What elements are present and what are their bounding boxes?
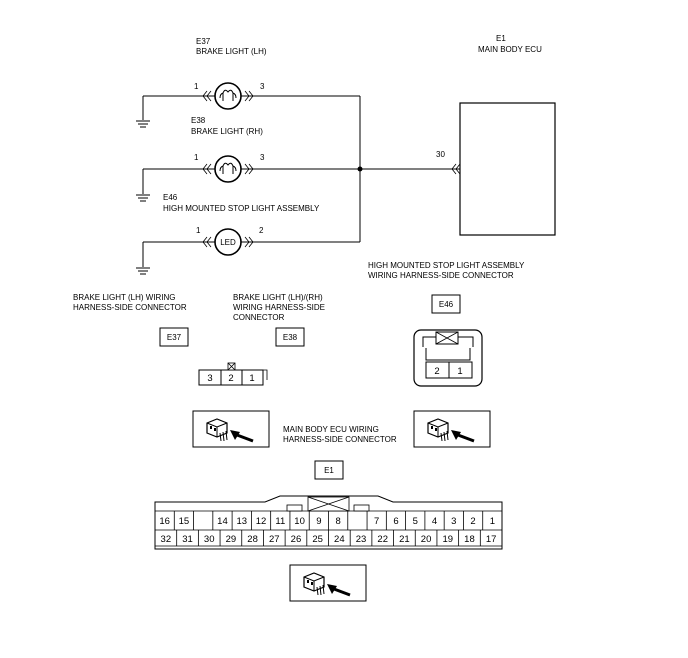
conn-hmsl-title-1: HIGH MOUNTED STOP LIGHT ASSEMBLY [368,261,525,270]
brake-light-rh: E38 BRAKE LIGHT (RH) 1 3 [191,116,265,183]
ecu-pin-cell: 29 [226,534,237,545]
ecu-pin-cell: 17 [486,534,497,545]
brake-rh-pin-right: 3 [260,153,265,162]
ecu-box [459,102,556,236]
ecu-pin-cell: 26 [291,534,302,545]
ecu-pin-cell: 32 [161,534,172,545]
connector-e37-section: BRAKE LIGHT (LH) WIRING HARNESS-SIDE CON… [73,293,189,347]
conn-ecu-code: E1 [324,466,334,475]
ground-rh-icon [135,194,151,202]
conn-rh-title-3: CONNECTOR [233,313,285,322]
led-label: LED [220,238,236,247]
connector-e1-section: MAIN BODY ECU WIRING HARNESS-SIDE CONNEC… [154,425,503,550]
ground-hmsl-icon [135,267,151,275]
harness-view-icon [191,409,271,449]
conn-rh-title-2: WIRING HARNESS-SIDE [233,303,325,312]
conn-rh-code: E38 [283,333,298,342]
ecu-name: MAIN BODY ECU [478,45,542,54]
conn-lh-code: E37 [167,333,182,342]
brake-rh-name: BRAKE LIGHT (RH) [191,127,263,136]
ecu-pin-cell: 20 [421,534,432,545]
schematic-wires [142,90,461,267]
ecu-pin-cell: 30 [204,534,215,545]
conn-lh-title-2: HARNESS-SIDE CONNECTOR [73,303,187,312]
conn-hmsl-cell: 2 [434,366,439,377]
conn-3pin-cell: 3 [207,373,212,384]
brake-lh-name: BRAKE LIGHT (LH) [196,47,267,56]
ecu-pin-cell: 24 [334,534,345,545]
main-body-ecu: E1 MAIN BODY ECU 30 [436,34,556,236]
conn-3pin-cell: 1 [249,373,254,384]
ecu-pin-cell: 1 [490,516,495,527]
conn-lh-title-1: BRAKE LIGHT (LH) WIRING [73,293,176,302]
hmsl-code: E46 [163,193,178,202]
conn-rh-title-1: BRAKE LIGHT (LH)/(RH) [233,293,323,302]
ecu-pin-cell: 3 [451,516,456,527]
ecu-pin-cell: 31 [182,534,193,545]
harness-view-icon [412,409,492,449]
ecu-pin-cell: 14 [217,516,228,527]
ecu-pin-cell: 19 [442,534,453,545]
hmsl-pin-right: 2 [259,226,264,235]
ecu-pin-cell: 25 [312,534,323,545]
ecu-pin: 30 [436,150,445,159]
brake-rh-pin-left: 1 [194,153,199,162]
bulb-rh-icon [214,155,242,183]
ecu-pin-cell: 7 [374,516,379,527]
conn-3pin-cell: 2 [228,373,233,384]
harness-view-icon [288,563,368,603]
ecu-pin-cell: 6 [393,516,398,527]
connector-3pin-face: 3 2 1 [198,362,268,386]
hmsl-name: HIGH MOUNTED STOP LIGHT ASSEMBLY [163,204,320,213]
ecu-pin-cell: 11 [275,516,285,527]
ecu-pin-cell: 12 [256,516,267,527]
brake-rh-code: E38 [191,116,206,125]
bulb-lh-icon [214,82,242,110]
ecu-pin-cell: 9 [316,516,321,527]
brake-light-lh: E37 BRAKE LIGHT (LH) 1 3 [194,37,267,110]
conn-hmsl-cell: 1 [457,366,462,377]
hmsl-assembly: LED E46 HIGH MOUNTED STOP LIGHT ASSEMBLY… [163,193,320,256]
conn-ecu-title-1: MAIN BODY ECU WIRING [283,425,379,434]
ecu-pin-cell: 13 [236,516,247,527]
ecu-pin-cell: 2 [470,516,475,527]
ecu-code: E1 [496,34,506,43]
ecu-pin-cell: 28 [247,534,258,545]
brake-lh-pin-left: 1 [194,82,199,91]
ecu-pin-cell: 16 [159,516,170,527]
ecu-pin-cell: 21 [399,534,410,545]
connector-e38-section: BRAKE LIGHT (LH)/(RH) WIRING HARNESS-SID… [233,293,325,347]
brake-lh-code: E37 [196,37,211,46]
conn-hmsl-title-2: WIRING HARNESS-SIDE CONNECTOR [368,271,514,280]
connector-e46-section: HIGH MOUNTED STOP LIGHT ASSEMBLY WIRING … [368,261,525,387]
ground-lh-icon [135,120,151,128]
ecu-pin-cell: 8 [335,516,340,527]
conn-hmsl-code: E46 [439,300,454,309]
conn-ecu-title-2: HARNESS-SIDE CONNECTOR [283,435,397,444]
ecu-pin-cell: 22 [377,534,388,545]
ecu-pin-cell: 5 [413,516,418,527]
ecu-pin-cell: 23 [356,534,367,545]
ecu-pin-cell: 10 [294,516,305,527]
led-icon [214,228,242,256]
ecu-pin-cell: 15 [179,516,190,527]
ecu-pin-cell: 4 [432,516,437,527]
brake-lh-pin-right: 3 [260,82,265,91]
hmsl-pin-left: 1 [196,226,201,235]
ecu-pin-cell: 18 [464,534,475,545]
ecu-pin-cell: 27 [269,534,280,545]
